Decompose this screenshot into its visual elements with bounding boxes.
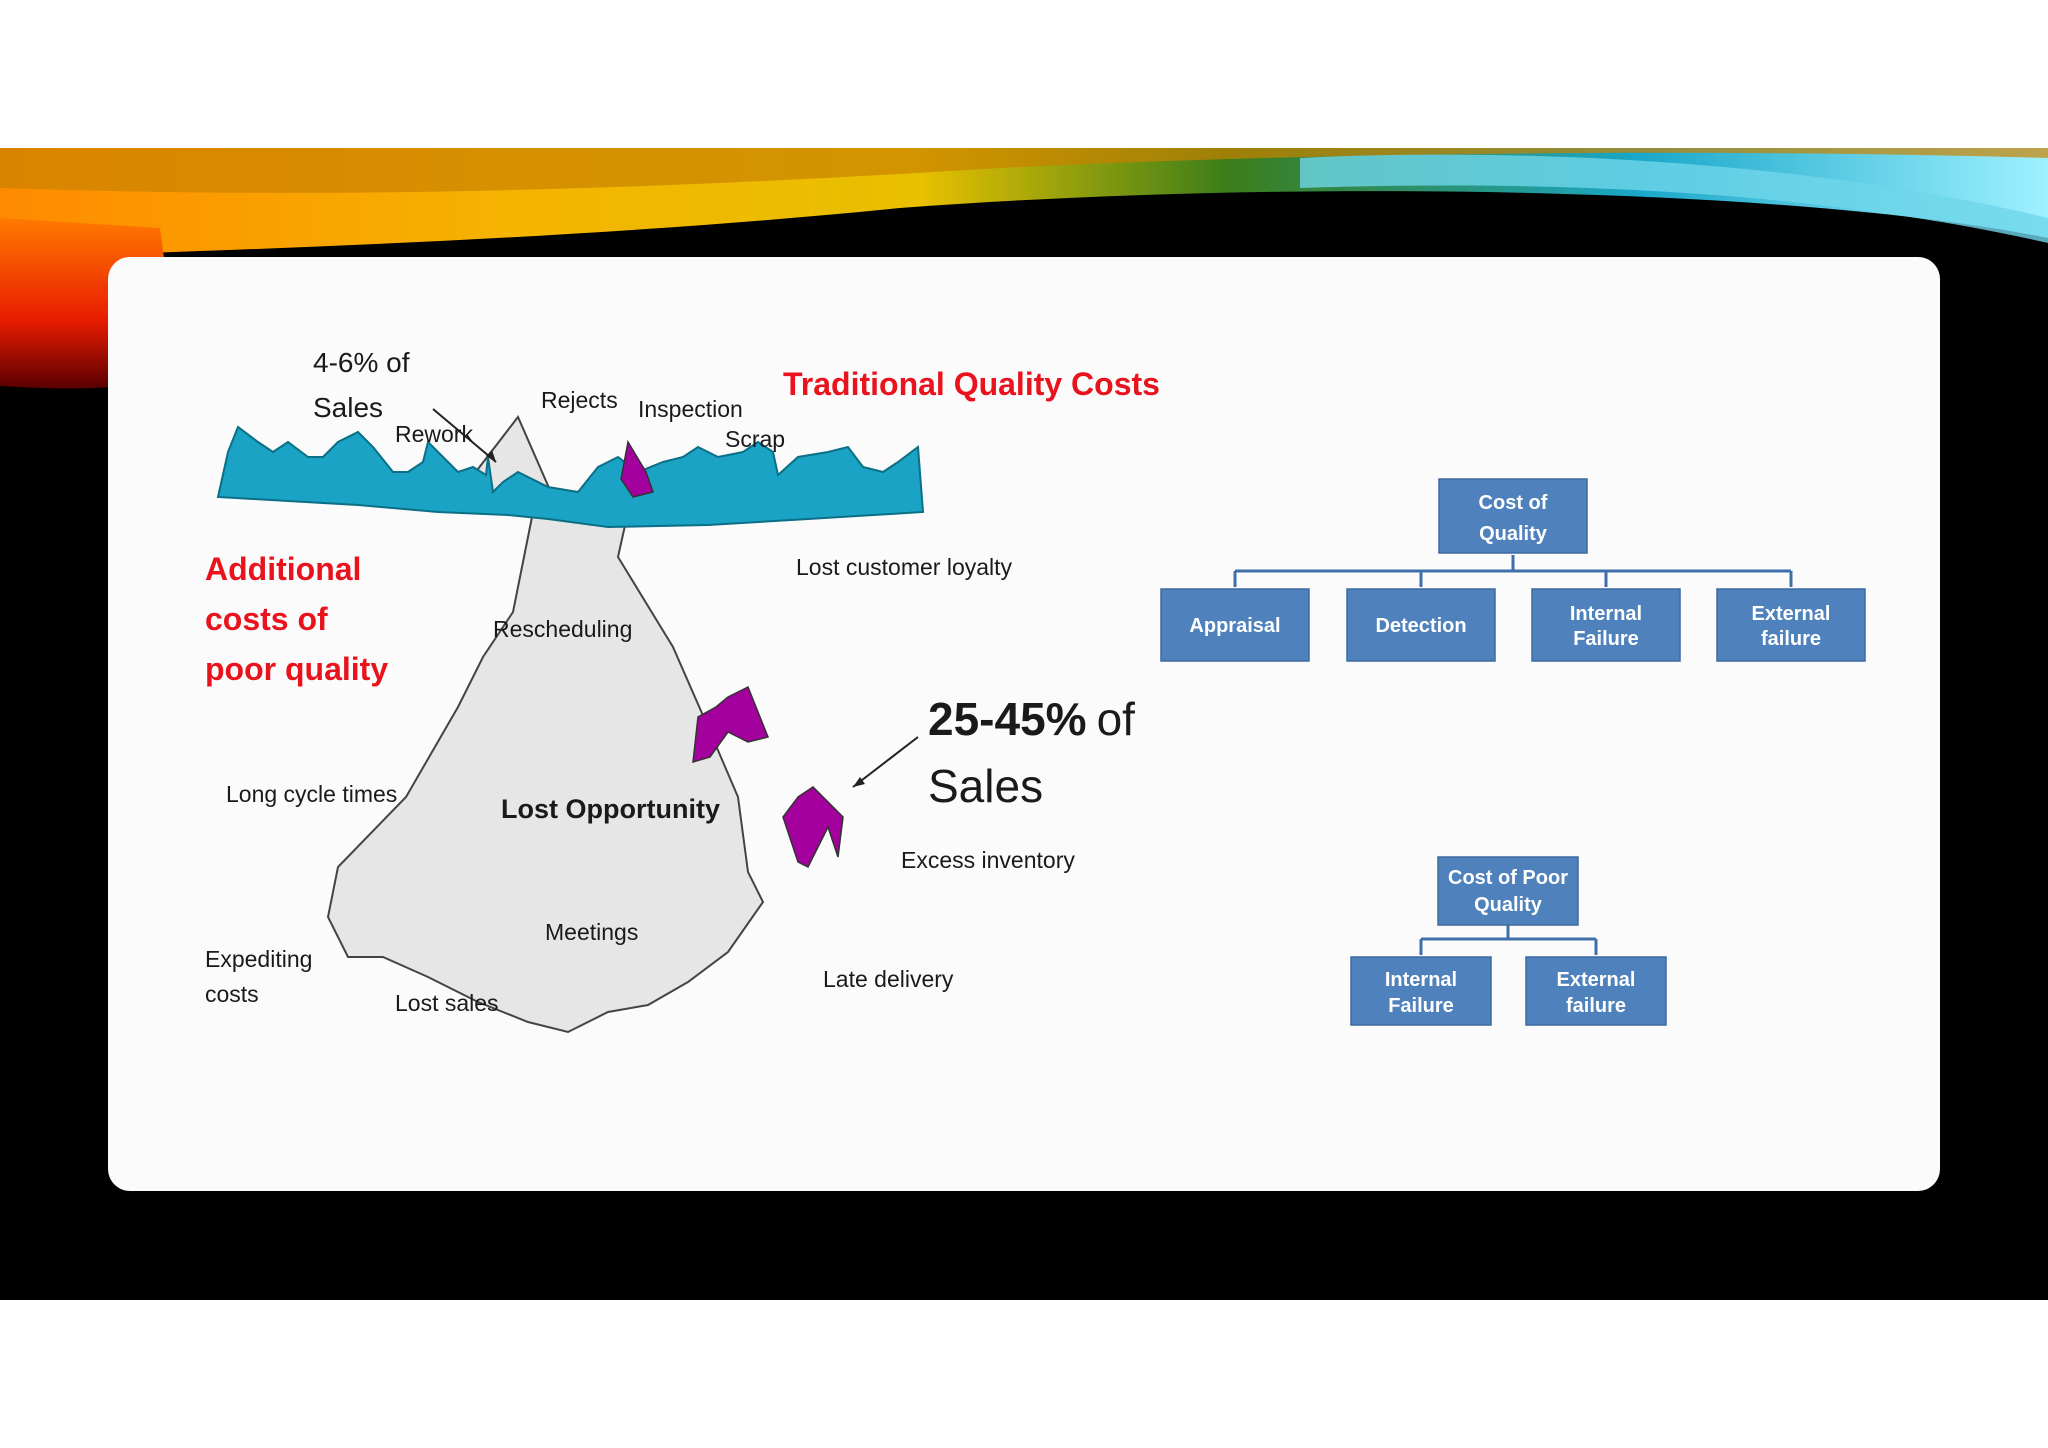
label-late-delivery: Late delivery xyxy=(823,966,954,992)
coq-child-appraisal-label: Appraisal xyxy=(1189,615,1280,637)
iceberg-body xyxy=(326,511,765,1034)
coq-root-box xyxy=(1438,478,1588,554)
title-traditional-quality-costs: Traditional Quality Costs xyxy=(783,366,1160,402)
copq-child-external xyxy=(1525,956,1667,1026)
label-scrap: Scrap xyxy=(725,426,785,452)
copq-root-line1: Cost of Poor xyxy=(1448,867,1568,889)
label-lost-opportunity: Lost Opportunity xyxy=(501,794,720,824)
coq-child-external-line2: failure xyxy=(1761,628,1821,650)
label-inspection: Inspection xyxy=(638,396,743,422)
copq-child-internal-line1: Internal xyxy=(1385,969,1457,991)
label-excess-inventory: Excess inventory xyxy=(901,847,1075,873)
label-lost-sales: Lost sales xyxy=(395,990,499,1016)
big-percent-of: of xyxy=(1097,693,1136,745)
decorative-banner xyxy=(0,148,2048,389)
copq-tree: Cost of Poor Quality Internal Failure Ex… xyxy=(1350,856,1667,1026)
coq-child-internal-line1: Internal xyxy=(1570,603,1642,625)
purple-patch-lower xyxy=(782,786,844,869)
additional-costs-line3: poor quality xyxy=(205,651,388,687)
slide-background: 4-6% of Sales Rework Rejects Inspection … xyxy=(0,148,2048,1300)
label-lost-customer-loyalty: Lost customer loyalty xyxy=(796,554,1013,580)
label-rescheduling: Rescheduling xyxy=(493,616,632,642)
coq-child-external-line1: External xyxy=(1752,603,1831,625)
big-sales-label: Sales xyxy=(928,760,1043,812)
content-card: 4-6% of Sales Rework Rejects Inspection … xyxy=(108,257,1940,1191)
coq-root-line1: Cost of xyxy=(1479,492,1548,514)
top-sales-label: Sales xyxy=(313,392,383,423)
label-rejects: Rejects xyxy=(541,387,618,413)
copq-root-line2: Quality xyxy=(1474,894,1543,916)
coq-connectors xyxy=(1233,555,1793,587)
copq-child-external-line2: failure xyxy=(1566,995,1626,1017)
label-long-cycle-times: Long cycle times xyxy=(226,781,397,807)
label-expediting-line1: Expediting xyxy=(205,946,312,972)
purple-patch-tip xyxy=(620,439,654,498)
big-percent-label: 25-45%of xyxy=(928,693,1135,745)
coq-root-line2: Quality xyxy=(1479,523,1548,545)
purple-patch-middle xyxy=(692,685,770,764)
copq-child-internal-line2: Failure xyxy=(1388,995,1454,1017)
copq-connectors xyxy=(1419,925,1598,955)
label-meetings: Meetings xyxy=(545,919,638,945)
copq-child-external-line1: External xyxy=(1557,969,1636,991)
coq-child-appraisal xyxy=(1160,588,1310,662)
copq-child-internal xyxy=(1350,956,1492,1026)
label-rework: Rework xyxy=(395,421,473,447)
water-surface xyxy=(216,425,925,529)
coq-tree: Cost of Quality Appraisal Detection Inte… xyxy=(1160,478,1866,662)
iceberg-diagram: 4-6% of Sales Rework Rejects Inspection … xyxy=(205,347,1866,1034)
arrow-top-head xyxy=(486,450,496,462)
top-percent-label: 4-6% of xyxy=(313,347,410,378)
coq-child-internal-line2: Failure xyxy=(1573,628,1639,650)
coq-child-internal xyxy=(1531,588,1681,662)
big-percent-value: 25-45% xyxy=(928,693,1087,745)
coq-child-external xyxy=(1716,588,1866,662)
label-expediting-line2: costs xyxy=(205,981,259,1007)
arrow-bottom-head xyxy=(853,777,865,787)
arrow-bottom-line xyxy=(852,736,919,788)
additional-costs-line2: costs of xyxy=(205,601,328,637)
coq-child-detection xyxy=(1346,588,1496,662)
arrow-top-line xyxy=(432,408,497,463)
coq-child-detection-label: Detection xyxy=(1375,615,1466,637)
additional-costs-line1: Additional xyxy=(205,551,361,587)
copq-root-box xyxy=(1437,856,1579,926)
